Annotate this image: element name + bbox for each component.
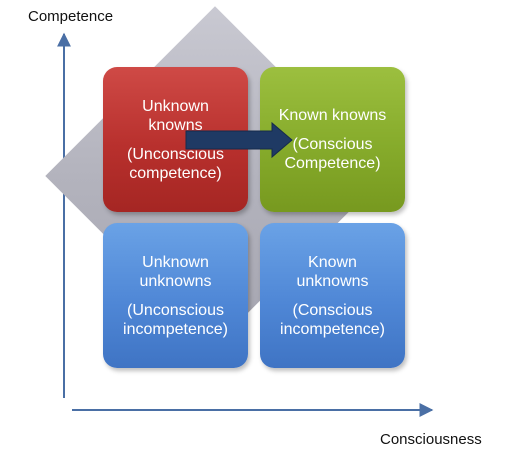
quadrant-title-line: Unknown — [142, 97, 209, 115]
quadrant-subtitle-line: (Unconscious — [127, 301, 224, 319]
quadrant-title-line: knowns — [148, 116, 203, 134]
quadrant-unknown-knowns: Unknown knowns (Unconscious competence) — [103, 67, 248, 212]
quadrant-title-line: Unknown — [142, 253, 209, 271]
quadrant-subtitle-line: (Unconscious — [127, 145, 224, 163]
quadrant-subtitle-line: (Conscious — [292, 136, 373, 153]
quadrant-known-unknowns: Known unknowns (Conscious incompetence) — [260, 223, 405, 368]
quadrant-subtitle-line: Competence) — [284, 155, 381, 172]
x-axis-label: Consciousness — [380, 431, 482, 448]
quadrant-title-line: Known — [308, 253, 357, 271]
quadrant-unknown-unknowns: Unknown unknowns (Unconscious incompeten… — [103, 223, 248, 368]
quadrant-title-line: unknowns — [139, 272, 212, 290]
quadrant-subtitle-line: incompetence) — [280, 320, 385, 338]
y-axis-label: Competence — [28, 8, 114, 25]
quadrant-title-line: Known knowns — [278, 107, 387, 124]
quadrant-subtitle-line: (Conscious — [292, 301, 373, 319]
quadrant-title-line: unknowns — [296, 272, 369, 290]
quadrant-subtitle-line: competence) — [129, 164, 222, 182]
transition-arrow-icon — [185, 121, 293, 159]
quadrant-subtitle-line: incompetence) — [123, 320, 228, 338]
